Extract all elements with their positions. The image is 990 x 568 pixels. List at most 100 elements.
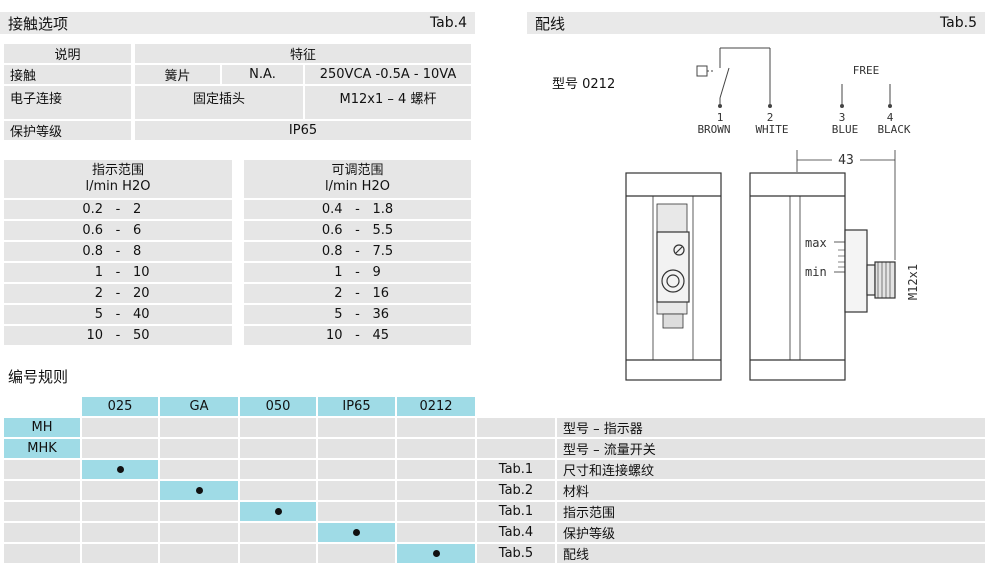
range-min: 10 <box>325 328 343 343</box>
code-cell <box>160 418 238 437</box>
code-cell <box>240 544 316 563</box>
code-tab-ref: Tab.5 <box>477 544 555 563</box>
contact-na: N.A. <box>222 65 303 84</box>
code-column-header: 0212 <box>397 397 475 416</box>
range-min: 1 <box>334 265 343 280</box>
code-tab-ref <box>477 418 555 437</box>
range-dash: - <box>115 202 121 217</box>
range-max: 40 <box>133 307 150 322</box>
indicated-range-row: 5-40 <box>4 305 232 324</box>
range-min: 0.2 <box>82 202 103 217</box>
code-row-label: 型号 – 流量开关 <box>557 439 985 458</box>
code-cell <box>397 502 475 521</box>
col-desc-header: 说明 <box>4 44 131 63</box>
range-dash: - <box>115 265 121 280</box>
range-max: 2 <box>133 202 142 217</box>
code-cell <box>318 544 395 563</box>
code-title: 编号规则 <box>8 368 69 386</box>
code-selected-cell <box>318 523 395 542</box>
wiring-and-dimension-drawing: FREE 1 2 3 4 BROWN WHITE BLUE BLACK <box>625 47 920 381</box>
selection-dot-icon <box>116 466 124 473</box>
code-cell <box>240 460 316 479</box>
adjustable-range-row: 5-36 <box>244 305 471 324</box>
indicated-range-row: 2-20 <box>4 284 232 303</box>
code-model-cell <box>4 481 80 500</box>
code-cell <box>82 439 158 458</box>
selection-dot-icon <box>274 508 282 515</box>
code-cell <box>318 502 395 521</box>
elec-thread: M12x1 – 4 螺杆 <box>305 86 471 119</box>
switch-actuator-icon <box>696 65 708 77</box>
tab4-title: 接触选项 <box>8 14 69 33</box>
range-min: 5 <box>94 307 103 322</box>
code-model-cell <box>4 544 80 563</box>
range-min: 5 <box>334 307 343 322</box>
tab5-ref: Tab.5 <box>939 15 977 31</box>
range-dash: - <box>355 307 360 322</box>
contact-blade <box>719 67 730 99</box>
code-cell <box>240 481 316 500</box>
pin-2-number: 2 <box>767 111 774 124</box>
range-dash: - <box>355 265 360 280</box>
dimension-43-label: 43 <box>838 153 854 168</box>
dimension-43 <box>796 150 896 260</box>
code-cell <box>397 418 475 437</box>
code-row-label: 尺寸和连接螺纹 <box>557 460 985 479</box>
code-cell <box>397 481 475 500</box>
code-cell <box>397 523 475 542</box>
range-max: 5.5 <box>372 223 394 238</box>
code-cell <box>82 481 158 500</box>
side-view <box>749 172 896 381</box>
code-cell <box>160 460 238 479</box>
code-cell <box>240 523 316 542</box>
adjustable-range-row: 2-16 <box>244 284 471 303</box>
thread-label: M12x1 <box>906 264 920 300</box>
min-label: min <box>805 265 827 279</box>
adjustable-range-row: 1-9 <box>244 263 471 282</box>
range-max: 9 <box>372 265 381 280</box>
code-row-label: 指示范围 <box>557 502 985 521</box>
code-cell <box>160 502 238 521</box>
indicated-range-row: 1-10 <box>4 263 232 282</box>
code-row-label: 配线 <box>557 544 985 563</box>
indicated-range-header: 指示范围 l/min H2O <box>4 160 232 198</box>
range-dash: - <box>115 328 121 343</box>
code-selected-cell <box>82 460 158 479</box>
code-cell <box>397 439 475 458</box>
adjustable-range-row: 10-45 <box>244 326 471 345</box>
range-dash: - <box>355 286 360 301</box>
pin-3-color: BLUE <box>832 123 859 136</box>
code-column-header: IP65 <box>318 397 395 416</box>
code-cell <box>318 481 395 500</box>
code-cell <box>82 418 158 437</box>
code-model-cell: MHK <box>4 439 80 458</box>
adjustable-range-row: 0.4-1.8 <box>244 200 471 219</box>
selection-dot-icon <box>432 550 440 557</box>
range-min: 1 <box>94 265 103 280</box>
adjustable-range-row: 0.8-7.5 <box>244 242 471 261</box>
range-dash: - <box>355 328 360 343</box>
range-min: 2 <box>94 286 103 301</box>
tab4-header: 接触选项 Tab.4 <box>0 12 475 34</box>
pin-3-number: 3 <box>839 111 846 124</box>
code-cell <box>397 460 475 479</box>
pin-1-color: BROWN <box>697 123 730 136</box>
indicated-range-row: 0.2-2 <box>4 200 232 219</box>
code-column-header: 025 <box>82 397 158 416</box>
range-max: 8 <box>133 244 142 259</box>
free-label: FREE <box>853 64 880 77</box>
protection-value: IP65 <box>135 121 471 140</box>
code-tab-ref: Tab.1 <box>477 460 555 479</box>
wiring-model: 型号 0212 <box>552 77 616 92</box>
code-cell <box>82 544 158 563</box>
code-selected-cell <box>240 502 316 521</box>
range-min: 10 <box>86 328 103 343</box>
range-dash: - <box>115 307 121 322</box>
row-contact-label: 接触 <box>4 65 131 84</box>
contact-reed: 簧片 <box>135 65 220 84</box>
range-min: 0.8 <box>82 244 103 259</box>
range-max: 10 <box>133 265 150 280</box>
code-cell <box>82 502 158 521</box>
adjustable-range-row: 0.6-5.5 <box>244 221 471 240</box>
switch-schematic <box>696 47 891 104</box>
